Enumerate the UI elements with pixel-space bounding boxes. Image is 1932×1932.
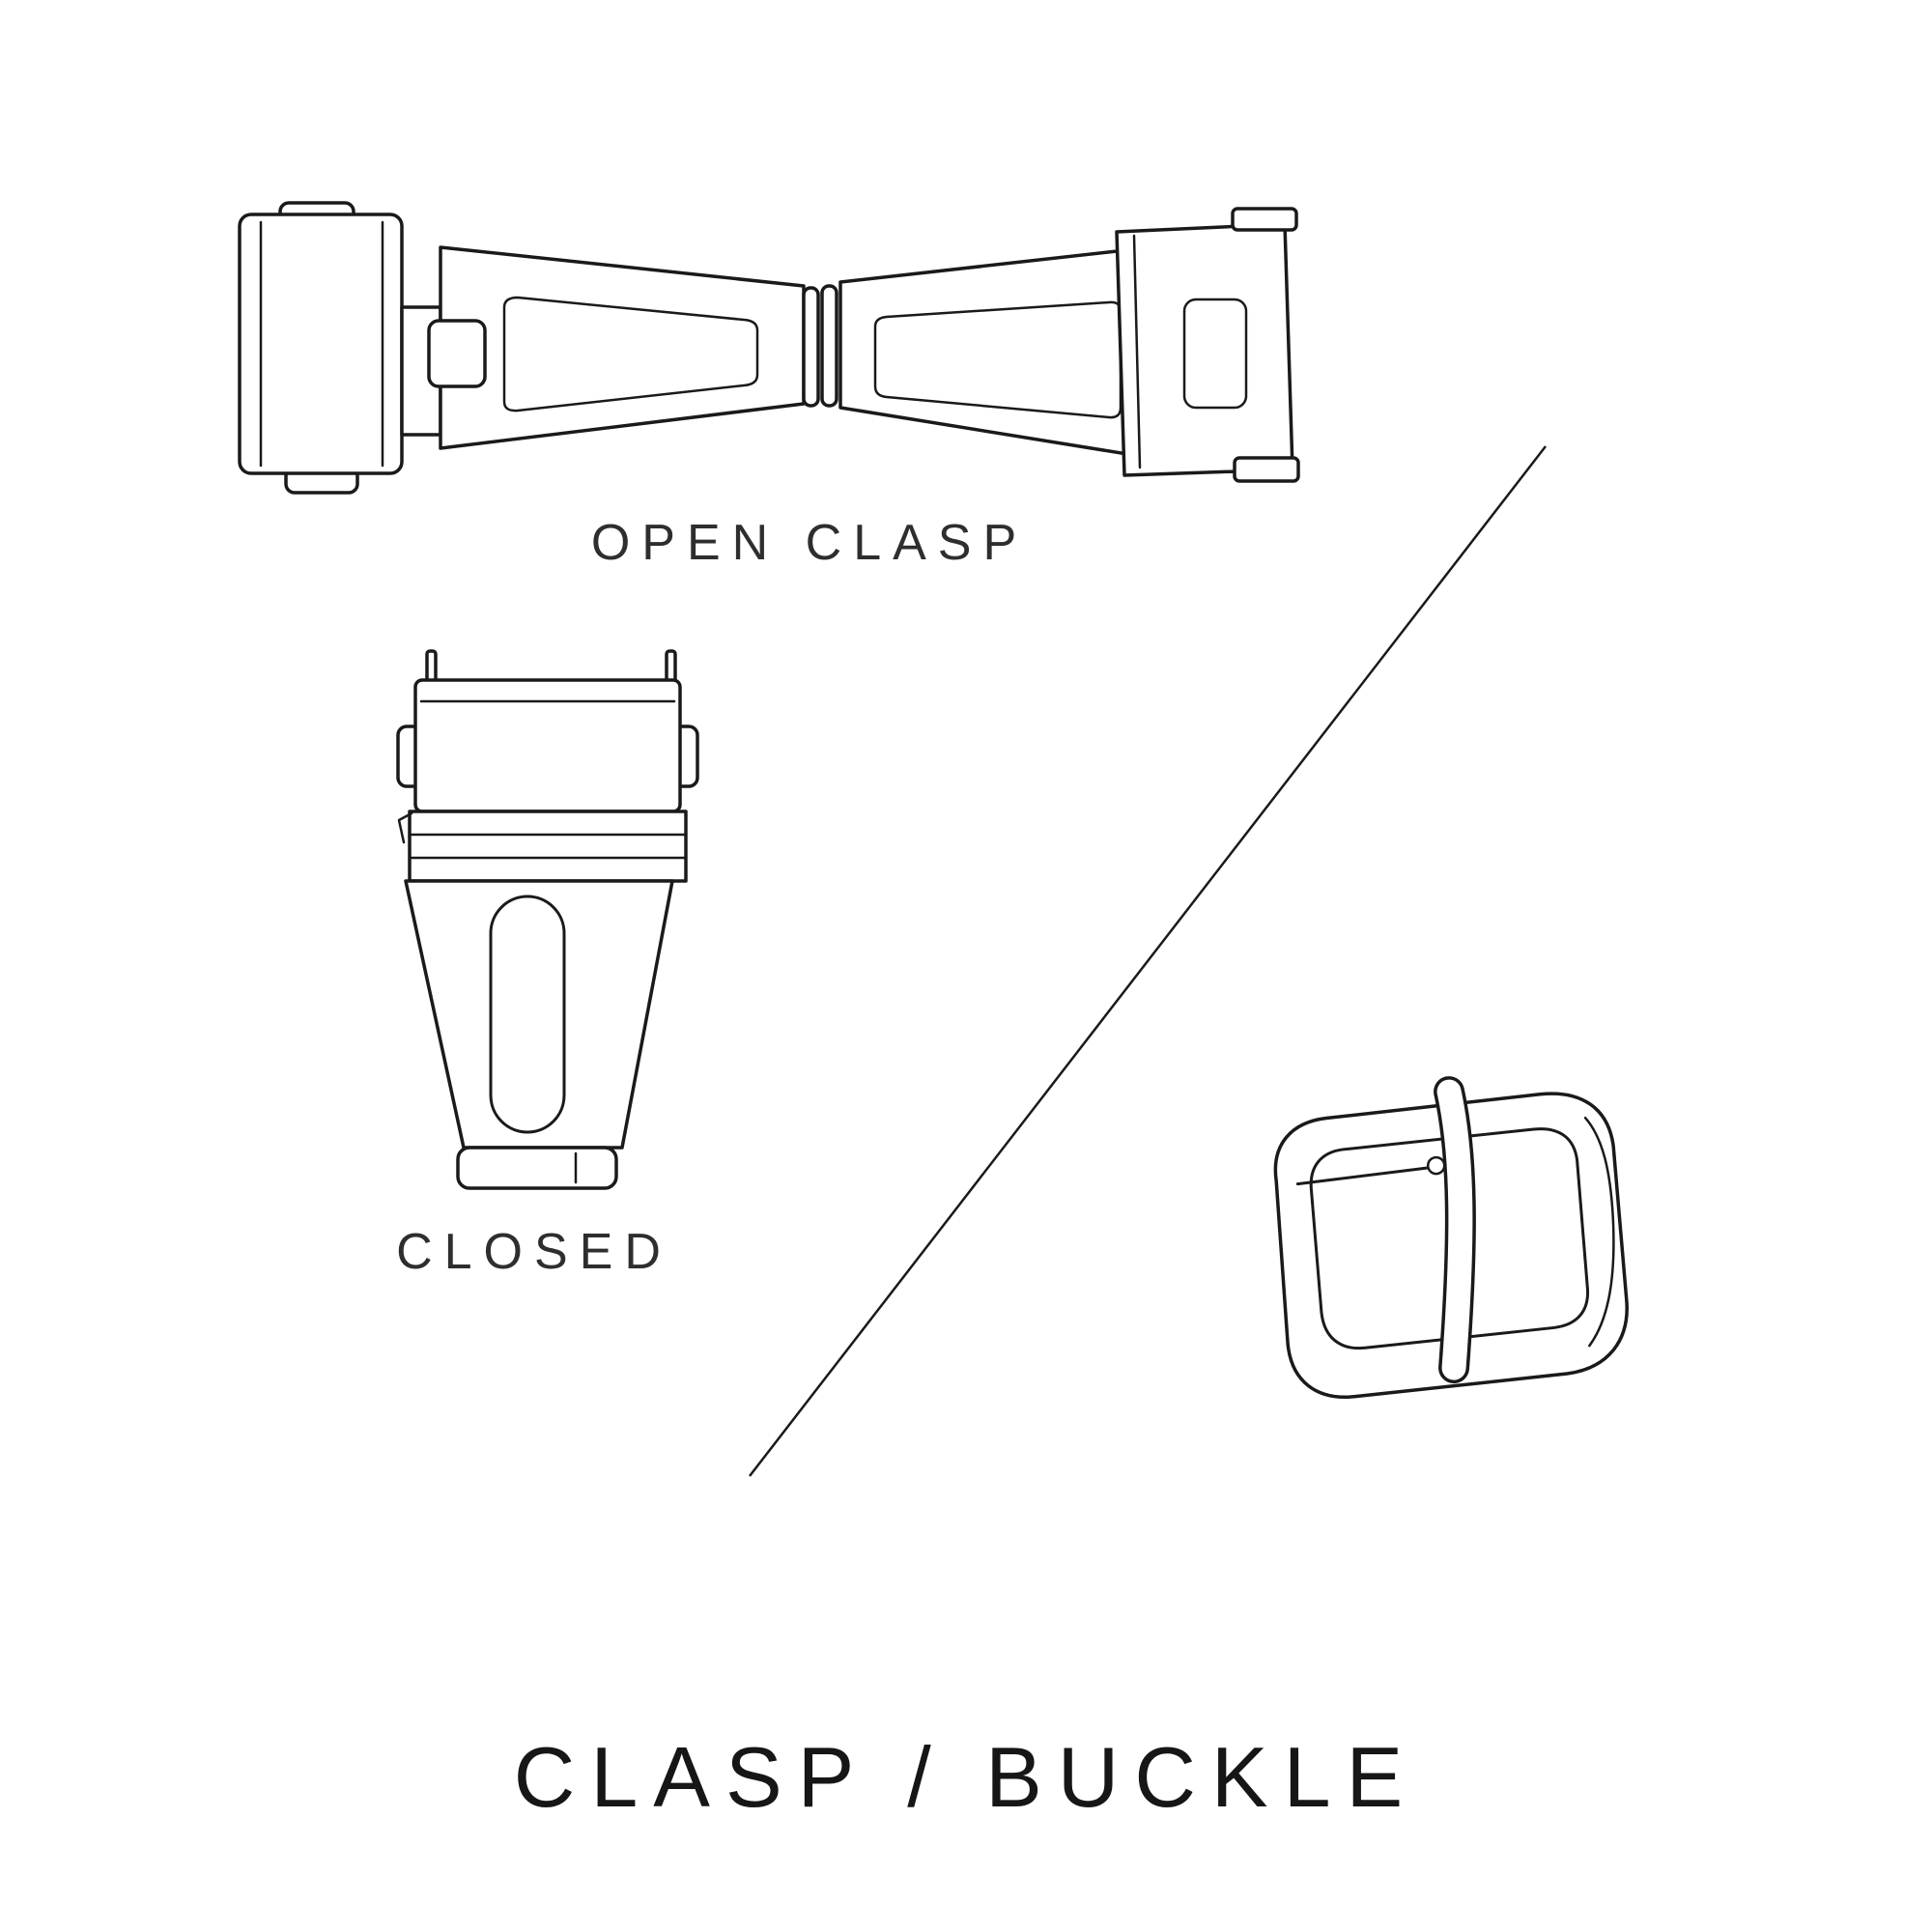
buckle-illustration (1273, 1076, 1629, 1399)
buckle-tang (1434, 1076, 1476, 1384)
buckle-pin (1295, 1166, 1431, 1186)
diagram-title: CLASP / BUCKLE (513, 1729, 1419, 1825)
closed-clasp-body (404, 879, 674, 1190)
pin-eyelet (1426, 1155, 1446, 1176)
clasp-hinge (802, 284, 838, 408)
closed-clasp-illustration (396, 649, 699, 1190)
clasp-right-blade (838, 207, 1300, 483)
open-clasp-label: OPEN CLASP (590, 515, 1029, 571)
open-clasp-illustration (238, 201, 1300, 495)
closed-clasp-label: CLOSED (396, 1224, 672, 1280)
closed-clasp-band (397, 810, 688, 883)
